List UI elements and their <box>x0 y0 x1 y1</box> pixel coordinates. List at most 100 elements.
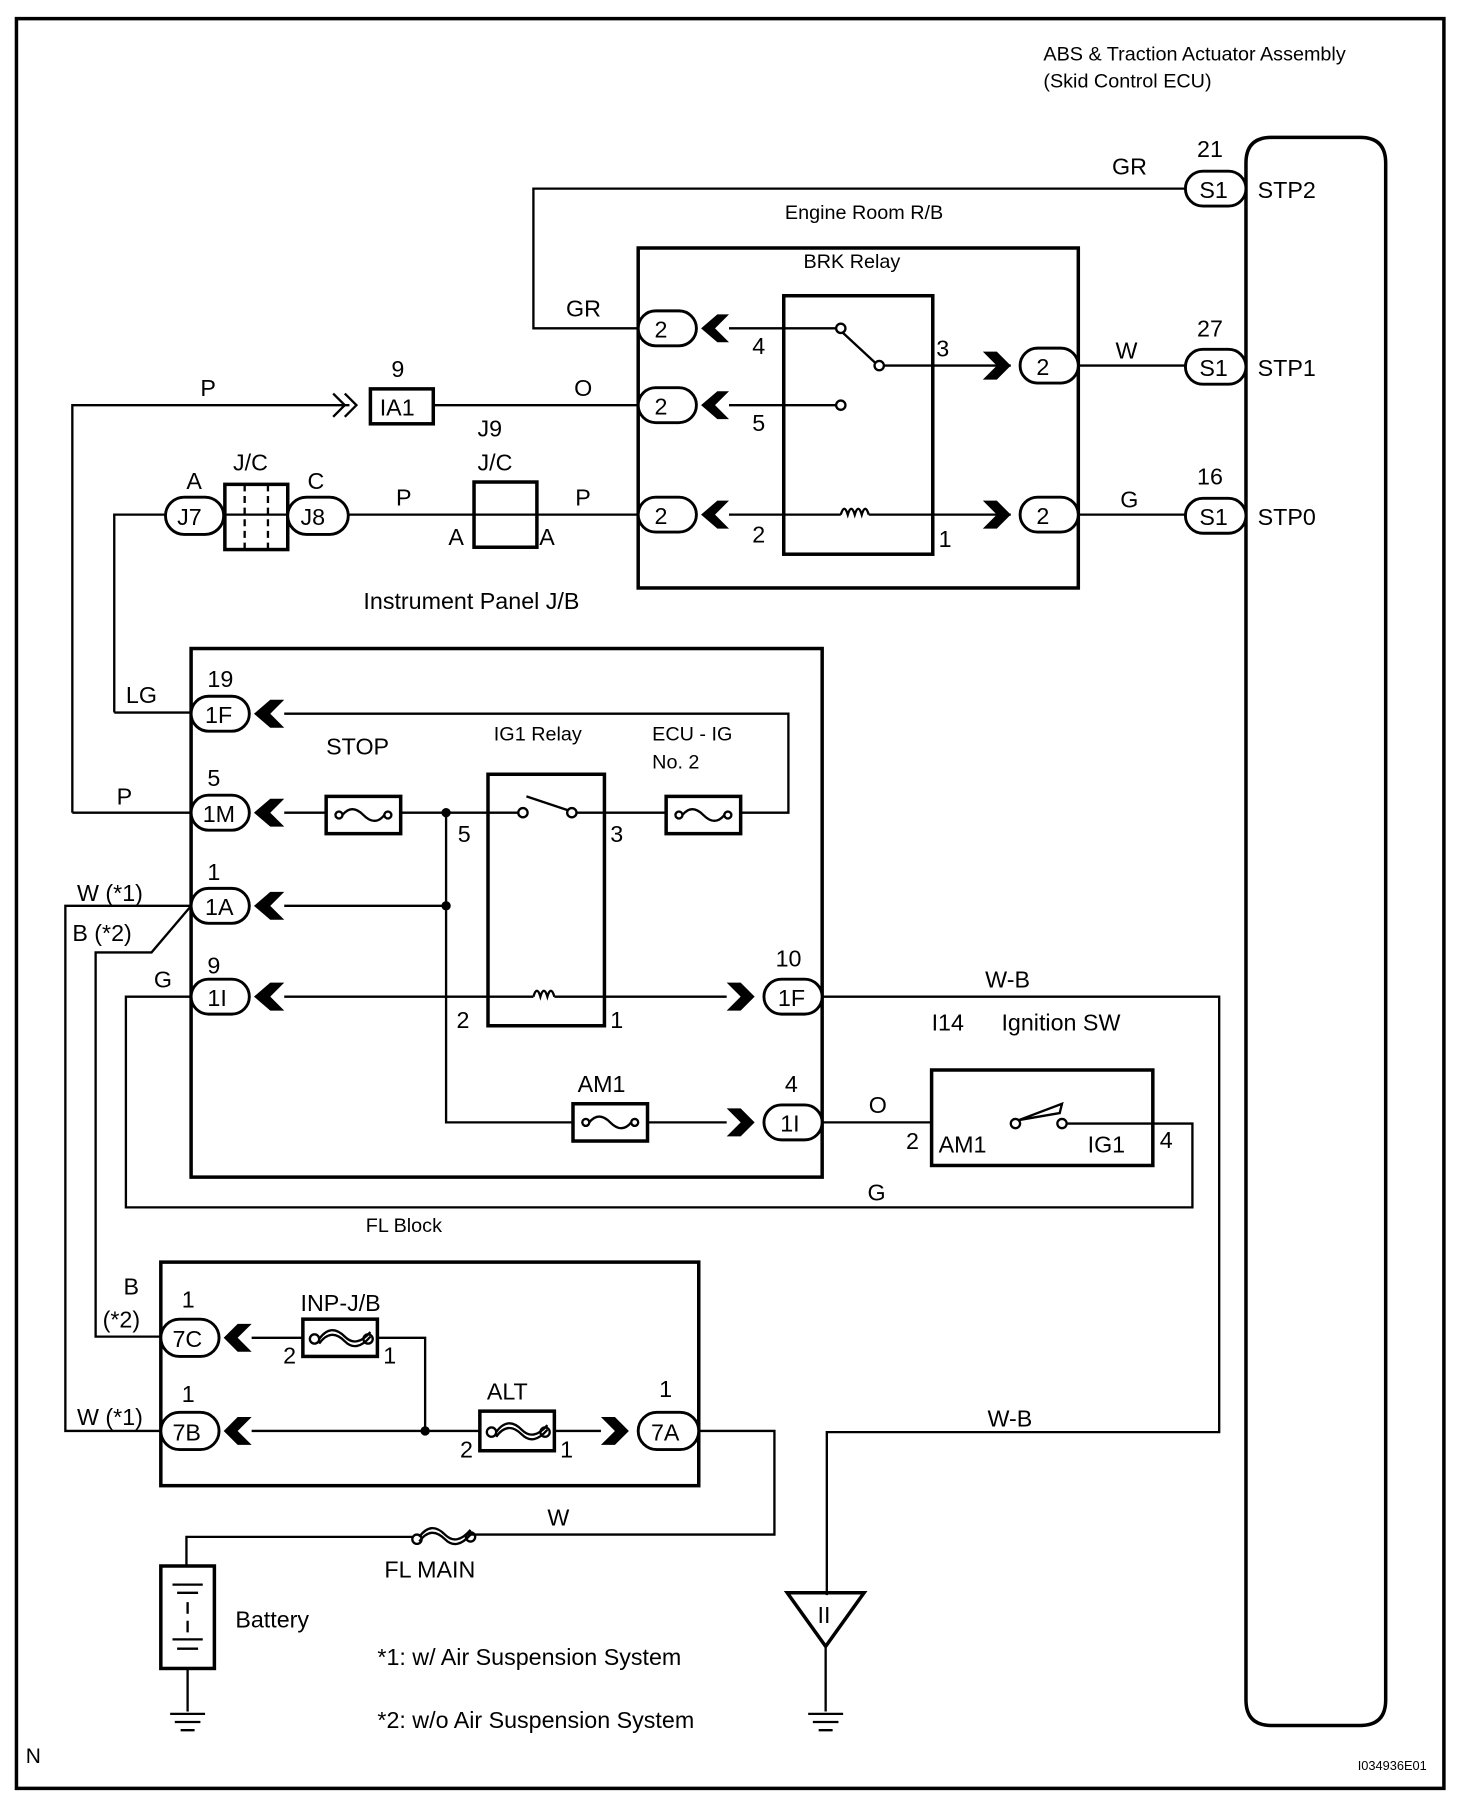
svg-text:STP1: STP1 <box>1258 355 1316 381</box>
svg-text:II: II <box>818 1602 831 1628</box>
lower-connector-7c <box>159 1317 221 1358</box>
svg-text:16: 16 <box>1197 463 1223 489</box>
svg-text:LG: LG <box>126 682 157 708</box>
svg-text:7B: 7B <box>172 1419 200 1445</box>
svg-text:W: W <box>547 1504 569 1530</box>
svg-text:2: 2 <box>457 1007 470 1033</box>
svg-text:1: 1 <box>610 1007 623 1033</box>
ground-point-icon <box>783 1591 868 1650</box>
svg-text:1: 1 <box>659 1376 672 1402</box>
brk-relay-box <box>781 293 935 556</box>
svg-text:1F: 1F <box>778 985 805 1011</box>
svg-text:5: 5 <box>458 821 471 847</box>
svg-text:ALT: ALT <box>487 1379 528 1405</box>
note-1: *1: w/ Air Suspension System <box>377 1644 681 1670</box>
svg-text:2: 2 <box>283 1342 296 1368</box>
ig1-relay-coil-icon <box>532 989 556 1001</box>
svg-text:W (*1): W (*1) <box>77 880 143 906</box>
ignition-sw-id: I14 <box>932 1009 964 1035</box>
svg-text:5: 5 <box>207 765 220 791</box>
svg-text:1: 1 <box>182 1381 195 1407</box>
instrument-panel-jb-label: Instrument Panel J/B <box>363 588 579 614</box>
ignition-sw-label: Ignition SW <box>1001 1009 1120 1035</box>
svg-text:4: 4 <box>752 333 765 359</box>
svg-text:2: 2 <box>1036 354 1049 380</box>
svg-text:P: P <box>396 484 412 510</box>
ecu-box <box>1244 135 1388 1728</box>
svg-text:J8: J8 <box>301 504 326 530</box>
svg-text:J/C: J/C <box>478 449 513 475</box>
svg-text:GR: GR <box>1112 154 1147 180</box>
svg-text:2: 2 <box>752 522 765 548</box>
svg-text:B (*2): B (*2) <box>72 920 131 946</box>
svg-text:2: 2 <box>460 1437 473 1463</box>
svg-text:2: 2 <box>654 317 667 343</box>
brk-relay-coil-icon <box>839 507 870 519</box>
svg-text:W: W <box>1116 338 1138 364</box>
svg-text:W-B: W-B <box>985 966 1030 992</box>
svg-text:4: 4 <box>1160 1127 1173 1153</box>
svg-text:W (*1): W (*1) <box>77 1404 143 1430</box>
svg-text:J/C: J/C <box>233 449 268 475</box>
fl-block-label: FL Block <box>366 1215 442 1237</box>
svg-text:3: 3 <box>610 821 623 847</box>
svg-text:1: 1 <box>182 1287 195 1313</box>
wire-p-ia1 <box>71 404 350 813</box>
ecu-terminal-stp1: 27 S1 STP1 W <box>1116 315 1316 386</box>
svg-text:G: G <box>868 1179 886 1205</box>
svg-text:AM1: AM1 <box>578 1071 626 1097</box>
svg-text:IA1: IA1 <box>380 395 415 421</box>
svg-text:STP0: STP0 <box>1258 504 1316 530</box>
fl-main-fusible-link-icon <box>418 1526 472 1546</box>
svg-text:C: C <box>308 468 325 494</box>
engine-room-rb-label: Engine Room R/B <box>785 202 943 224</box>
diagram-border <box>14 16 1446 1791</box>
rb-connector-left-2: 2 <box>636 386 730 425</box>
ignition-sw-box <box>929 1068 1155 1168</box>
svg-text:1: 1 <box>939 526 952 552</box>
svg-text:10: 10 <box>776 945 802 971</box>
svg-text:1M: 1M <box>203 801 235 827</box>
svg-text:A: A <box>448 524 464 550</box>
svg-text:B: B <box>124 1274 140 1300</box>
lower-connector-7b <box>159 1410 221 1452</box>
svg-text:W-B: W-B <box>987 1405 1032 1431</box>
svg-text:AM1: AM1 <box>939 1132 987 1158</box>
svg-text:P: P <box>200 375 216 401</box>
corner-mark: N <box>26 1745 41 1768</box>
wire-gr <box>532 187 1186 330</box>
svg-text:4: 4 <box>785 1071 798 1097</box>
svg-text:1A: 1A <box>205 894 234 920</box>
ecu-terminal-stp2: 21 S1 STP2 GR <box>1112 136 1316 208</box>
svg-text:2: 2 <box>906 1128 919 1154</box>
svg-text:7A: 7A <box>651 1419 680 1445</box>
svg-text:1: 1 <box>560 1437 573 1463</box>
svg-text:STOP: STOP <box>326 733 389 759</box>
svg-text:9: 9 <box>391 356 404 382</box>
svg-text:7C: 7C <box>172 1326 202 1352</box>
svg-text:3: 3 <box>936 335 949 361</box>
j9-jc-box <box>472 480 539 549</box>
lower-fuse-block-box <box>159 1260 701 1488</box>
svg-text:G: G <box>1120 487 1138 513</box>
note-2: *2: w/o Air Suspension System <box>377 1707 694 1733</box>
fl-main-label: FL MAIN <box>384 1557 475 1583</box>
engine-room-rb-box <box>636 246 1081 590</box>
svg-text:G: G <box>154 966 172 992</box>
svg-text:S1: S1 <box>1199 177 1227 203</box>
svg-text:INP-J/B: INP-J/B <box>301 1290 381 1316</box>
svg-text:STP2: STP2 <box>1258 177 1316 203</box>
svg-text:ECU - IG: ECU - IG <box>652 724 732 746</box>
ecu-ig-no2-fuse-icon <box>664 794 743 836</box>
rb-connector-left-1: 2 <box>636 309 730 348</box>
ground-icon <box>808 1712 844 1732</box>
svg-text:S1: S1 <box>1199 504 1227 530</box>
ecu-title-line1: ABS & Traction Actuator Assembly <box>1043 44 1345 66</box>
ig1-relay-box <box>486 772 607 1028</box>
stop-fuse-icon <box>324 794 403 836</box>
jc-left-box <box>223 482 290 552</box>
svg-text:S1: S1 <box>1199 355 1227 381</box>
svg-text:1I: 1I <box>780 1111 799 1137</box>
svg-text:27: 27 <box>1197 315 1223 341</box>
